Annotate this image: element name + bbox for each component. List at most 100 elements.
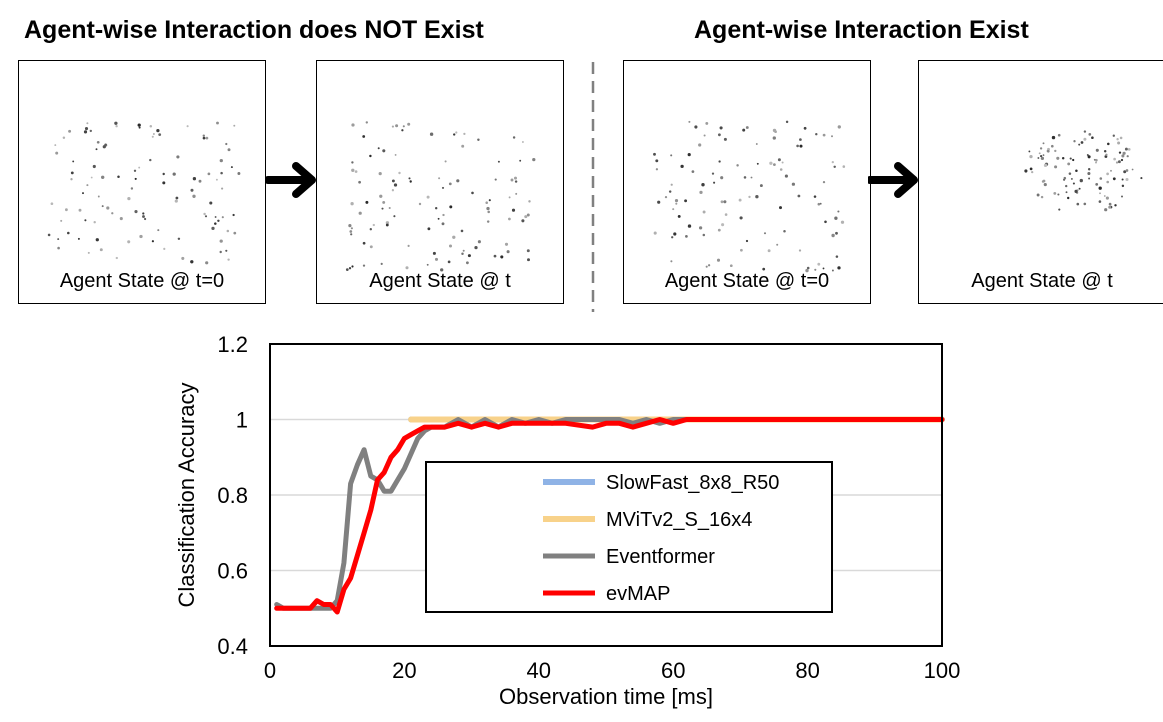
agent-dot xyxy=(437,217,440,220)
agent-dot xyxy=(463,132,466,136)
agent-dot xyxy=(77,237,80,240)
agent-dot xyxy=(55,151,59,155)
agent-dot xyxy=(230,166,233,169)
agent-dot xyxy=(1043,183,1047,187)
agent-dot xyxy=(1115,161,1119,164)
agent-dot xyxy=(670,154,673,157)
agent-dot xyxy=(817,202,821,206)
agent-scatter xyxy=(345,121,536,272)
agent-dot xyxy=(394,153,397,156)
agent-dot xyxy=(163,247,166,251)
agent-dot xyxy=(705,121,709,125)
agent-dot xyxy=(515,192,518,195)
agent-dot xyxy=(1117,160,1121,164)
agent-dot xyxy=(221,216,224,219)
agent-dot xyxy=(755,195,759,199)
agent-dot xyxy=(1051,135,1056,140)
agent-dot xyxy=(345,268,349,271)
agent-dot xyxy=(408,177,411,180)
agent-dot xyxy=(1127,148,1131,151)
agent-dot xyxy=(95,148,98,151)
agent-dot xyxy=(391,179,395,183)
agent-dot xyxy=(717,133,721,137)
agent-dot xyxy=(1054,165,1058,169)
legend-label: SlowFast_8x8_R50 xyxy=(606,472,779,494)
agent-dot xyxy=(142,212,145,215)
agent-dot xyxy=(95,238,99,242)
agent-dot xyxy=(718,160,721,163)
agent-dot xyxy=(677,214,681,218)
agent-dot xyxy=(1125,169,1129,172)
right-arrow-icon xyxy=(264,160,318,205)
agent-dot xyxy=(783,230,786,233)
agent-dot xyxy=(822,180,826,184)
agent-dot xyxy=(745,126,749,129)
agent-dot xyxy=(365,121,368,124)
agent-dot xyxy=(365,200,369,204)
agent-dot xyxy=(1078,143,1081,146)
agent-dot xyxy=(1072,158,1075,162)
agent-dot xyxy=(205,261,209,265)
agent-dot xyxy=(1083,137,1087,141)
agent-dot xyxy=(1054,149,1057,153)
agent-dot xyxy=(835,255,839,258)
agent-dot xyxy=(655,159,659,163)
agent-dot xyxy=(1078,187,1081,190)
agent-dot xyxy=(192,194,196,198)
agent-dot xyxy=(772,128,777,133)
agent-dot xyxy=(668,190,672,193)
agent-dot xyxy=(763,232,767,235)
agent-dot xyxy=(1087,168,1091,171)
agent-dot xyxy=(47,233,51,237)
agent-dot xyxy=(512,136,516,139)
agent-dot xyxy=(57,246,60,250)
agent-dot xyxy=(202,134,205,137)
agent-dot xyxy=(797,194,801,198)
agent-dot xyxy=(204,215,208,218)
agent-dot xyxy=(1042,142,1045,145)
agent-dot xyxy=(824,220,827,224)
agent-dot xyxy=(144,217,147,221)
agent-dot xyxy=(716,258,721,262)
agent-dot xyxy=(717,228,721,232)
agent-dot xyxy=(99,248,103,252)
agent-scatter xyxy=(1024,130,1143,212)
agent-dot xyxy=(798,249,802,252)
y-tick-label: 1.2 xyxy=(217,332,248,357)
agent-dot xyxy=(701,183,705,187)
agent-dot xyxy=(494,178,497,181)
agent-dot xyxy=(773,163,776,166)
agent-dot xyxy=(1106,172,1109,176)
agent-dot xyxy=(448,244,453,248)
agent-dot xyxy=(156,128,160,133)
agent-dot xyxy=(1098,186,1102,190)
agent-dot xyxy=(149,125,153,128)
agent-dot xyxy=(434,257,439,261)
agent-dot xyxy=(138,166,141,169)
agent-dot xyxy=(1073,140,1076,143)
agent-dot xyxy=(382,200,386,204)
agent-dot xyxy=(382,149,386,153)
agent-dot xyxy=(1057,193,1060,196)
agent-dot xyxy=(101,175,105,179)
agent-dot xyxy=(70,171,74,175)
agent-dot xyxy=(1112,134,1115,137)
agent-dot xyxy=(219,239,223,243)
agent-dot xyxy=(127,196,131,201)
heading-no-interaction: Agent-wise Interaction does NOT Exist xyxy=(24,16,484,44)
agent-dot xyxy=(759,184,763,188)
agent-dot xyxy=(729,264,733,268)
agent-dot xyxy=(1117,141,1121,145)
agent-dot xyxy=(519,159,522,162)
agent-state-panel-4: Agent State @ t xyxy=(918,60,1163,304)
agent-dot xyxy=(157,229,160,232)
agent-dot xyxy=(139,234,143,239)
agent-dot xyxy=(391,189,395,192)
agent-dot xyxy=(1080,141,1084,144)
agent-dot xyxy=(106,206,110,210)
agent-dot xyxy=(831,233,835,238)
agent-dot xyxy=(779,206,782,210)
agent-dot xyxy=(1043,163,1048,168)
agent-dot xyxy=(671,236,674,239)
